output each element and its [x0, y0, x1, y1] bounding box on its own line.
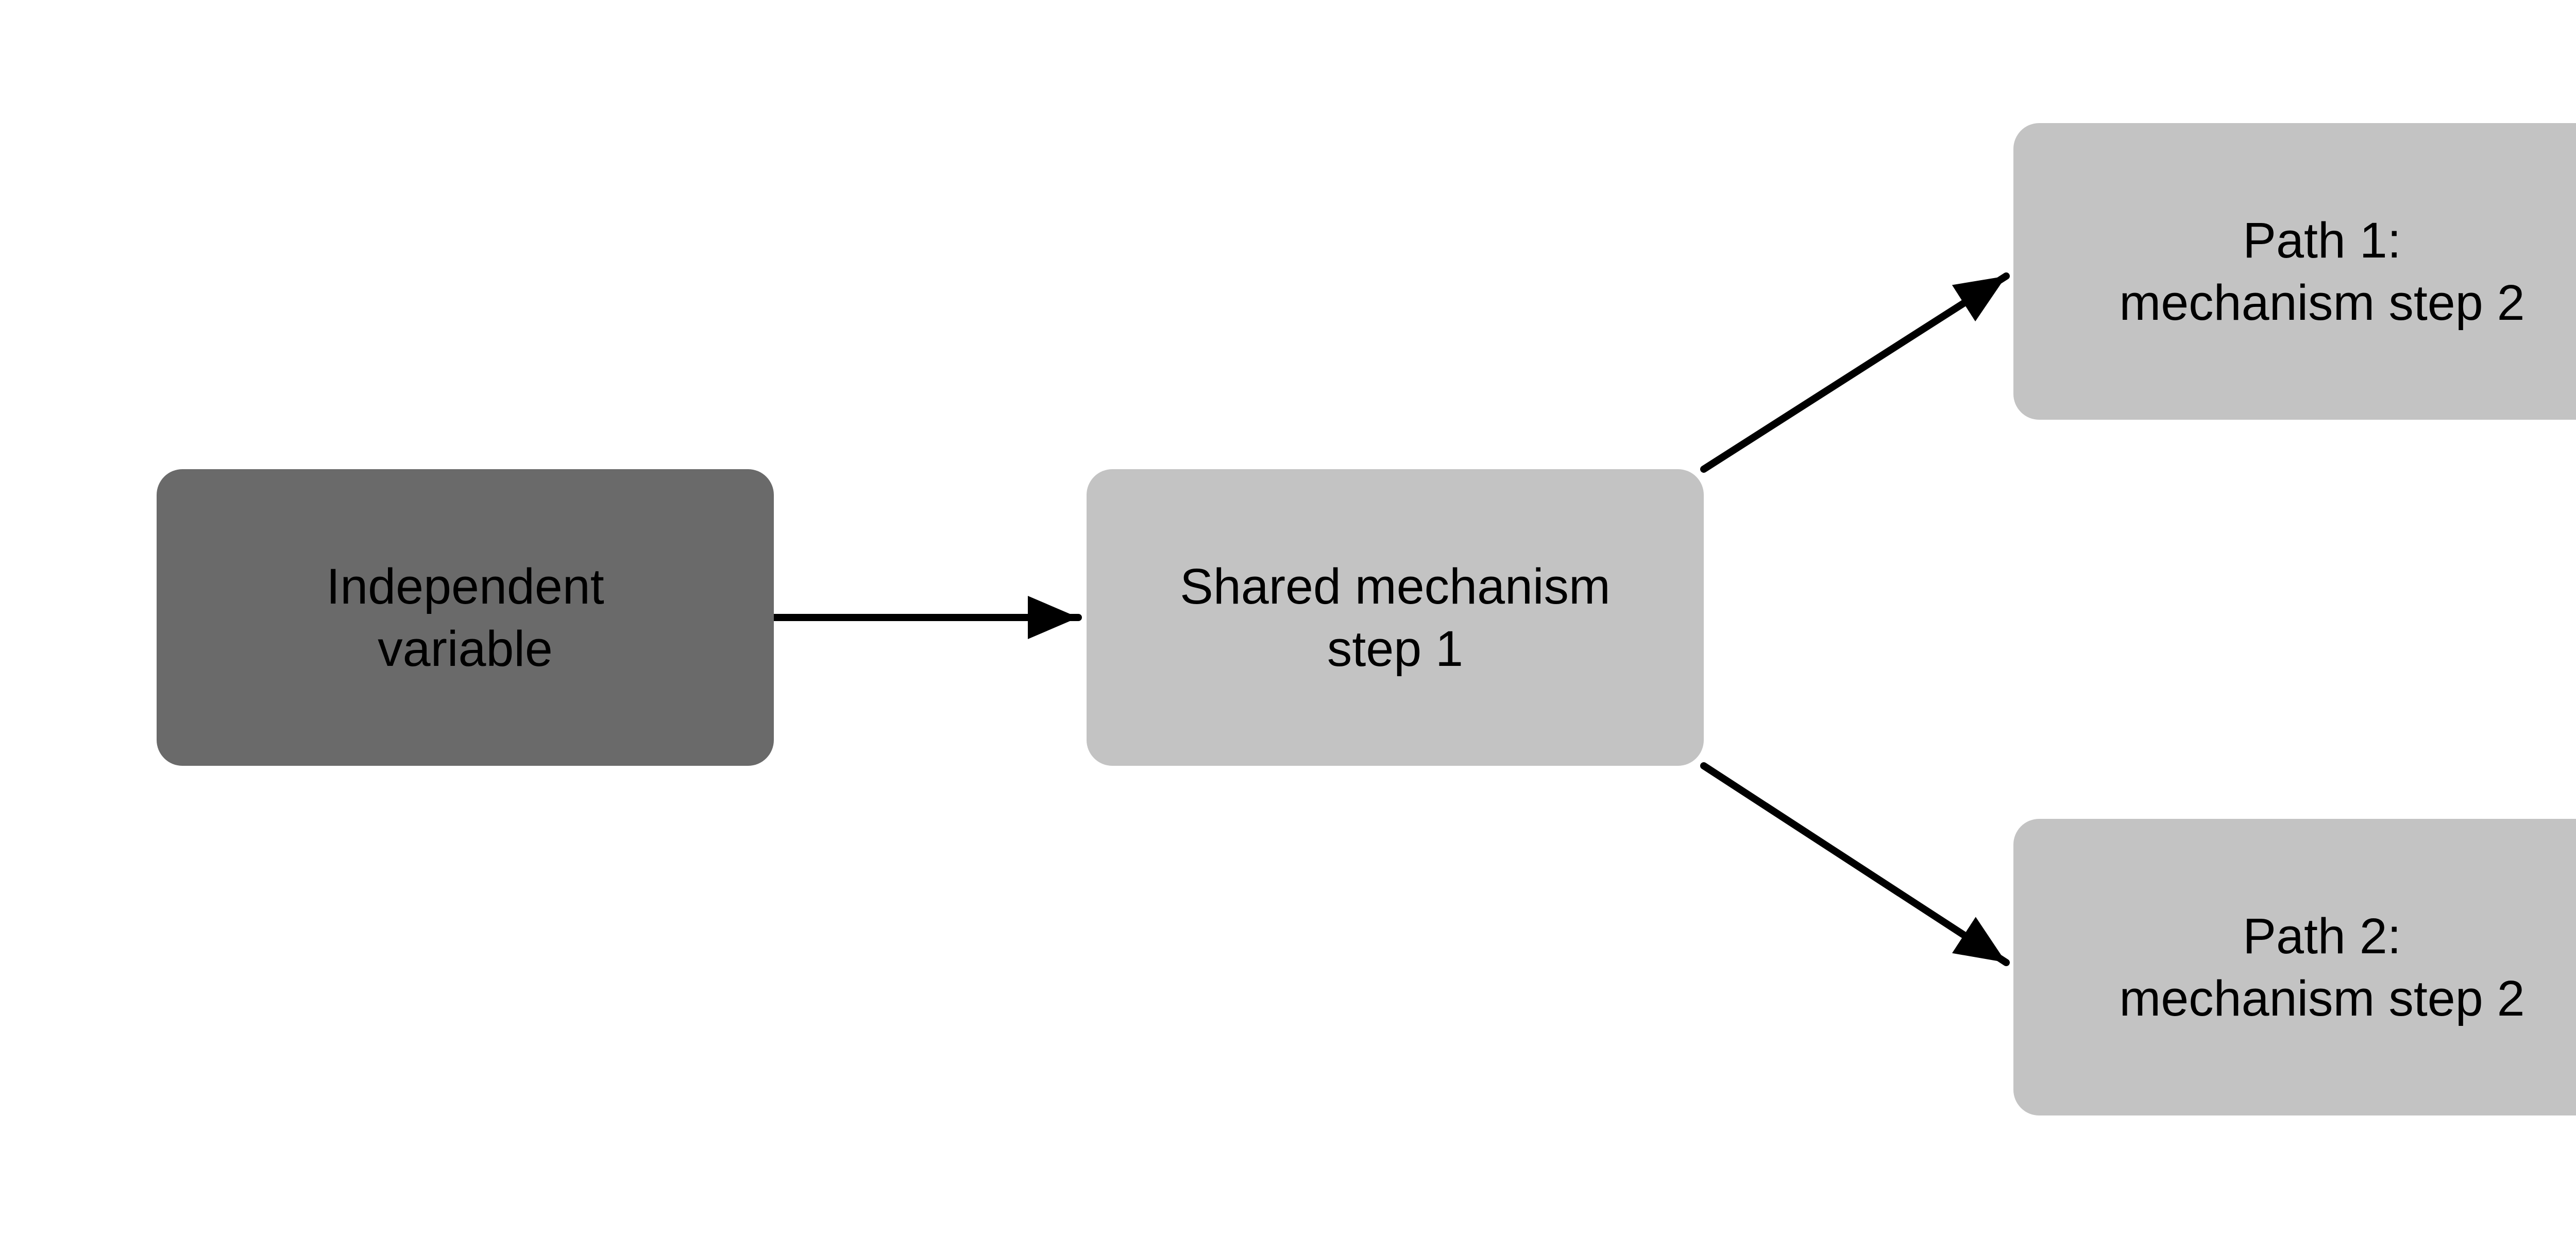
node-path-2-mechanism-step-2: Path 2: mechanism step 2 [2013, 819, 2576, 1115]
node-label-line: variable [378, 621, 553, 677]
node-independent-variable: Independent variable [157, 469, 774, 766]
node-label-line: step 1 [1327, 621, 1464, 677]
node-label-line: mechanism step 2 [2119, 970, 2525, 1026]
node-shared-mechanism-step-1: Shared mechanism step 1 [1087, 469, 1704, 766]
node-path-1-mechanism-step-2: Path 1: mechanism step 2 [2013, 123, 2576, 420]
node-label-line: mechanism step 2 [2119, 274, 2525, 331]
arrow-shared-to-path1 [1700, 272, 2010, 473]
arrow-shared-to-path2 [1700, 762, 2010, 966]
node-label-line: Path 2: [2243, 907, 2401, 964]
node-label-line: Path 1: [2243, 212, 2401, 268]
node-label-line: Shared mechanism [1180, 558, 1611, 614]
node-label-line: Independent [326, 558, 604, 614]
